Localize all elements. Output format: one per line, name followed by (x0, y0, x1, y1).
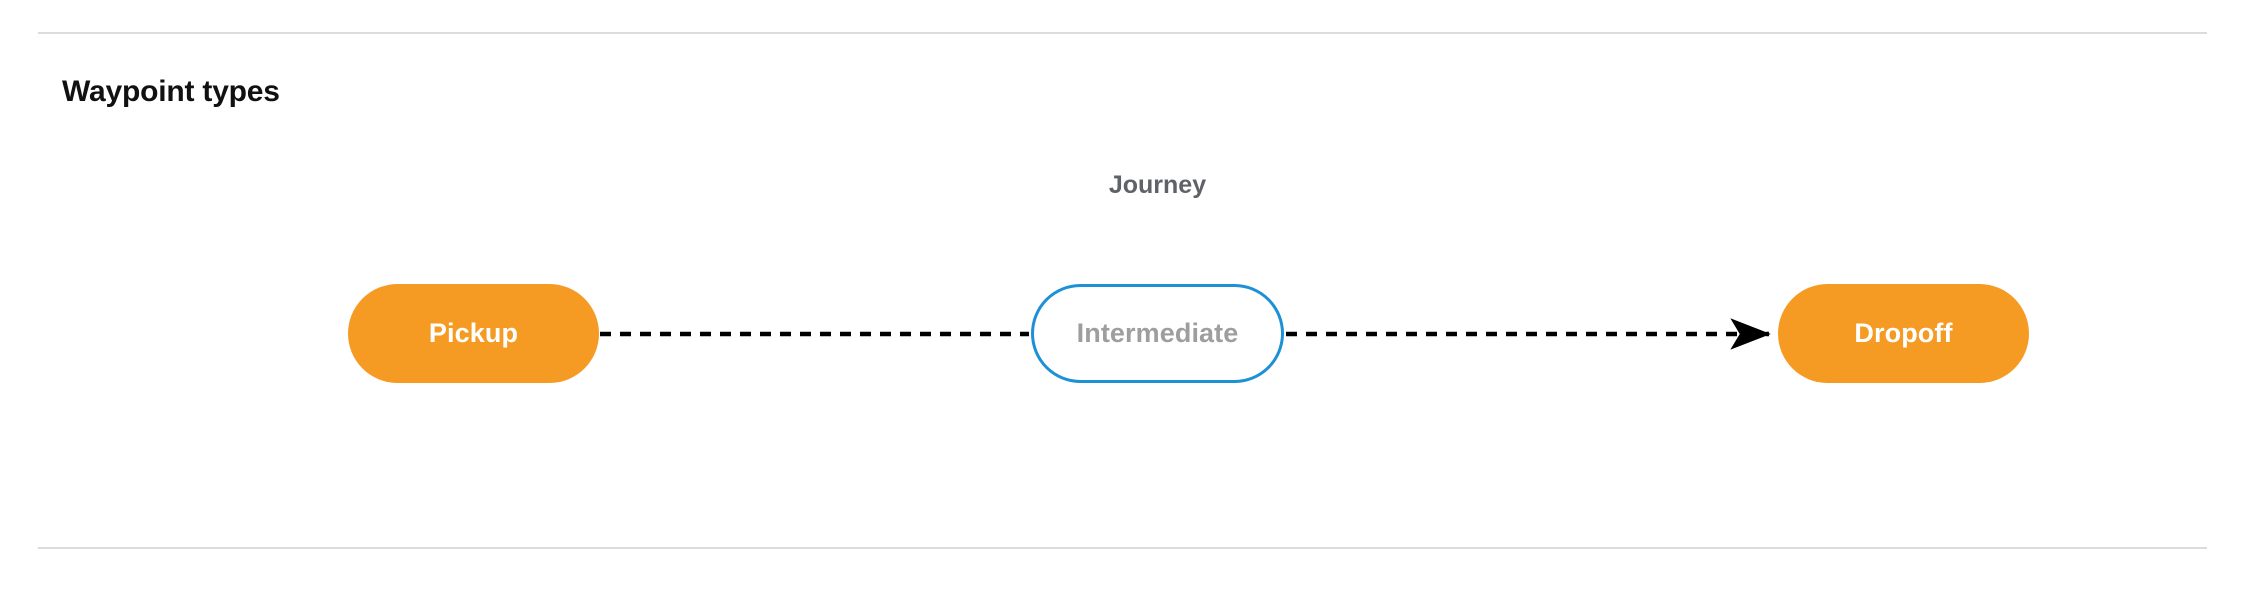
page-title: Waypoint types (62, 75, 280, 108)
section-divider-top (38, 32, 2207, 34)
waypoint-node-dropoff[interactable]: Dropoff (1778, 284, 2029, 383)
journey-group-label: Journey (1108, 171, 1207, 199)
waypoint-node-intermediate[interactable]: Intermediate (1031, 284, 1284, 383)
section-divider-bottom (38, 547, 2207, 549)
waypoint-node-pickup[interactable]: Pickup (348, 284, 599, 383)
